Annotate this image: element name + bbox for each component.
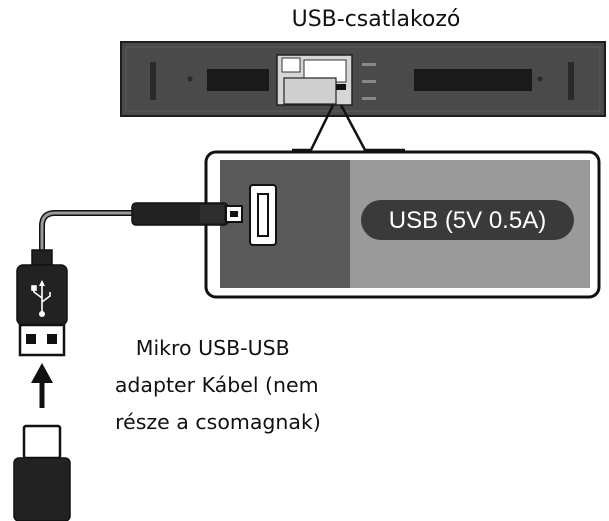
right-vent — [414, 69, 532, 91]
usb-port-highlight — [283, 77, 337, 105]
right-screw — [537, 76, 543, 82]
cable-caption-line-3: része a csomagnak) — [115, 410, 321, 434]
zoomed-panel: USB (5V 0.5A) — [204, 150, 601, 299]
usb-icon — [31, 280, 51, 317]
usb-cable — [16, 202, 243, 357]
cable-caption-line-1: Mikro USB-USB — [136, 336, 290, 360]
diagram-title: USB-csatlakozó — [292, 7, 461, 32]
left-screw — [187, 76, 193, 82]
right-foot — [568, 62, 574, 100]
arrow-up-icon — [31, 363, 53, 408]
port-badge — [361, 200, 574, 240]
cable-caption-line-2: adapter Kábel (nem — [115, 373, 319, 397]
soundbar-device — [120, 41, 606, 117]
adapter-plug — [13, 424, 71, 521]
zoom-callout — [292, 104, 405, 152]
port-badge-label: USB (5V 0.5A) — [389, 207, 546, 234]
left-vent — [207, 69, 269, 91]
zoomed-panel-dark — [220, 160, 350, 288]
cable-caption: Mikro USB-USB adapter Kábel (nem része a… — [115, 336, 325, 434]
left-foot — [150, 62, 156, 100]
